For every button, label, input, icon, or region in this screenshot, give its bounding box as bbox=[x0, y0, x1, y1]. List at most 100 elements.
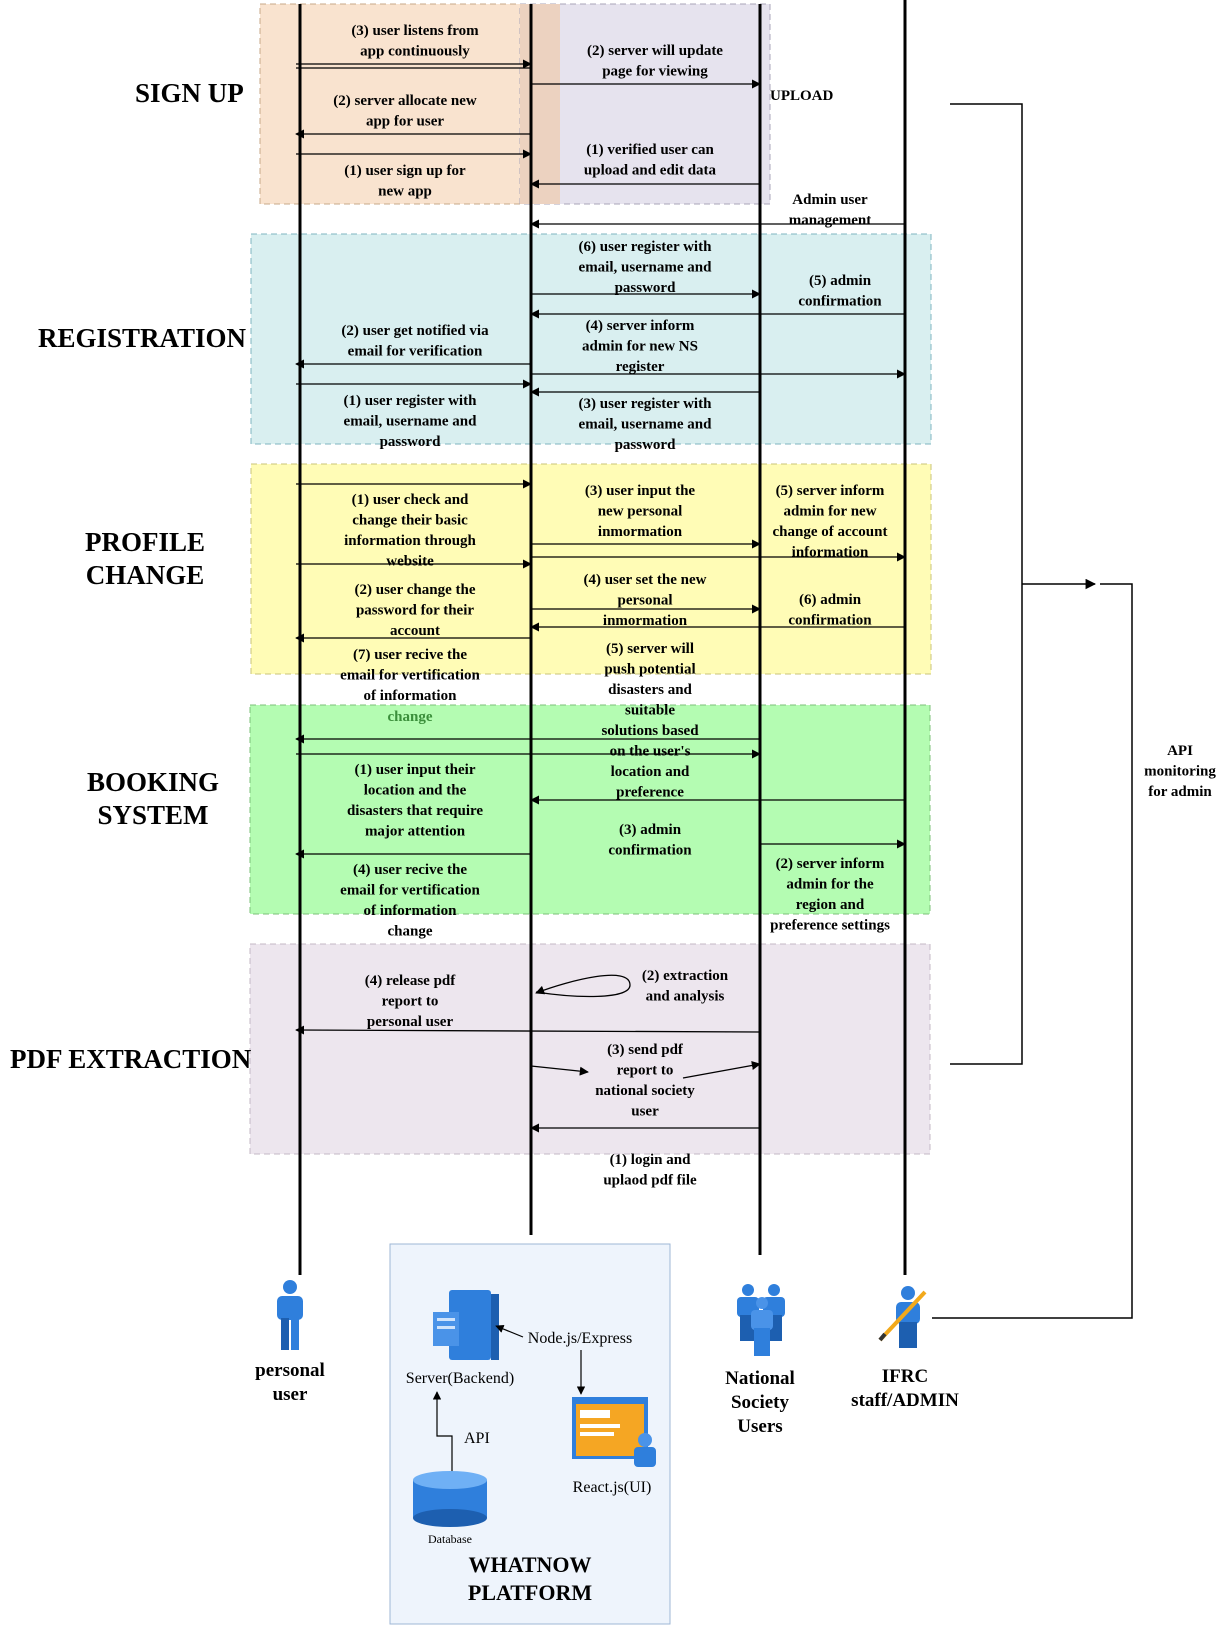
message-label-b1-line-1: (1) user input their bbox=[355, 762, 476, 778]
message-label-e2-line-1: (2) extraction bbox=[642, 968, 729, 984]
actor-ns-1: National bbox=[725, 1368, 795, 1389]
message-label-e4-line-2: report to bbox=[382, 994, 439, 1010]
api-bracket bbox=[950, 103, 1023, 1065]
message-label-p5-line-3: change of account bbox=[773, 524, 888, 540]
message-label-su3-line-2: app continuously bbox=[360, 44, 470, 60]
arrow-e3-b bbox=[682, 1060, 761, 1079]
message-label-adminmgmt-line-1: Admin user bbox=[792, 192, 868, 208]
message-label-p3-line-1: (3) user input the bbox=[585, 483, 695, 499]
message-label-p1-line-3: information through bbox=[344, 533, 476, 549]
national-society-users-icon bbox=[737, 1284, 785, 1356]
message-label-p1-line-2: change their basic bbox=[352, 513, 468, 529]
profile-change-bg bbox=[250, 463, 932, 675]
message-label-p7-line-1: (7) user recive the bbox=[353, 647, 467, 663]
message-label-r2-line-1: (2) user get notified via bbox=[341, 323, 489, 339]
whatnow-platform: Server(Backend) Node.js/Express API Data… bbox=[389, 1243, 671, 1625]
message-label-r4-line-2: admin for new NS bbox=[582, 339, 698, 355]
personal-user-icon bbox=[277, 1280, 303, 1350]
section-titles: SIGN UP REGISTRATION PROFILE CHANGE BOOK… bbox=[10, 78, 252, 1074]
arrow-e3-a bbox=[530, 1065, 589, 1076]
booking-bg bbox=[249, 704, 931, 915]
message-label-p6-line-1: (6) admin bbox=[799, 592, 862, 608]
actor-ns-3: Users bbox=[737, 1416, 782, 1437]
arrow-e4 bbox=[295, 1025, 761, 1035]
lifelines bbox=[298, 0, 907, 1275]
message-label-e3-line-4: user bbox=[631, 1104, 659, 1120]
platform-node-label: Node.js/Express bbox=[528, 1330, 632, 1347]
arrow-e2-loop bbox=[535, 974, 631, 998]
message-label-r6-line-2: email, username and bbox=[579, 260, 713, 276]
message-label-r4-line-1: (4) server inform bbox=[586, 318, 695, 334]
message-label-b2-line-3: region and bbox=[796, 897, 865, 913]
section-title-pdf: PDF EXTRACTION bbox=[10, 1044, 252, 1074]
message-label-p2-line-1: (2) user change the bbox=[355, 582, 476, 598]
message-label-su1-line-1: (1) user sign up for bbox=[344, 163, 466, 179]
message-label-r3-line-3: password bbox=[615, 437, 677, 453]
platform-api-label: API bbox=[464, 1430, 490, 1447]
section-title-registration: REGISTRATION bbox=[38, 323, 247, 353]
message-label-su2-line-2: app for user bbox=[366, 114, 444, 130]
message-label-b4-line-3: of information bbox=[364, 903, 458, 919]
section-title-profile-1: PROFILE bbox=[85, 527, 205, 557]
message-label-r3-line-2: email, username and bbox=[579, 417, 713, 433]
message-label-su3-line-1: (3) user listens from bbox=[351, 23, 479, 39]
message-label-b5-line-4: suitable bbox=[625, 703, 675, 719]
message-label-e4-line-1: (4) release pdf bbox=[365, 973, 457, 989]
message-label-up1-line-2: upload and edit data bbox=[584, 163, 717, 179]
pdf-bg bbox=[249, 943, 931, 1155]
message-label-p7-line-3: of information bbox=[364, 688, 458, 704]
message-label-r2-line-2: email for verification bbox=[348, 344, 483, 360]
message-label-b4-line-1: (4) user recive the bbox=[353, 862, 467, 878]
message-label-r6-line-3: password bbox=[615, 280, 677, 296]
db-to-server-arrow bbox=[432, 1391, 453, 1482]
message-label-p5-line-1: (5) server inform bbox=[776, 483, 885, 499]
message-label-r1-line-3: password bbox=[380, 434, 442, 450]
actor-ifrc-1: IFRC bbox=[882, 1366, 928, 1387]
message-label-b5-line-8: preference bbox=[616, 785, 684, 801]
platform-title-2: PLATFORM bbox=[468, 1580, 592, 1605]
message-label-e4-line-3: personal user bbox=[367, 1014, 454, 1030]
actor-personal-1: personal bbox=[255, 1360, 325, 1381]
message-label-up1-line-1: (1) verified user can bbox=[586, 142, 714, 158]
upload-bg bbox=[519, 3, 771, 205]
message-label-adminmgmt-line-2: management bbox=[789, 213, 872, 229]
message-label-e2-line-2: and analysis bbox=[646, 989, 725, 1005]
message-label-r4-line-3: register bbox=[616, 359, 665, 375]
message-label-e3-line-1: (3) send pdf bbox=[607, 1042, 684, 1058]
message-arrows bbox=[295, 59, 906, 1133]
message-label-b3-line-1: (3) admin bbox=[619, 822, 682, 838]
react-ui-icon bbox=[572, 1397, 656, 1467]
message-label-p2-line-3: account bbox=[390, 623, 440, 639]
signup-bg bbox=[259, 3, 561, 205]
message-label-b5-line-7: location and bbox=[611, 764, 690, 780]
message-label-e3-line-3: national society bbox=[595, 1083, 695, 1099]
message-label-b2-line-2: admin for the bbox=[786, 877, 874, 893]
message-label-b4-line-4: change bbox=[388, 924, 433, 940]
api-monitoring-connector bbox=[932, 103, 1133, 1319]
message-label-api-line-1: API bbox=[1167, 743, 1193, 759]
message-label-p3-line-2: new personal bbox=[598, 504, 683, 520]
message-label-b3-line-2: confirmation bbox=[608, 843, 692, 859]
section-title-booking-2: SYSTEM bbox=[97, 800, 208, 830]
signup-upload-overlap bbox=[520, 4, 560, 204]
message-label-r3-line-1: (3) user register with bbox=[579, 396, 713, 412]
message-label-su1-line-2: new app bbox=[378, 184, 432, 200]
message-label-e3-line-2: report to bbox=[617, 1063, 674, 1079]
section-title-signup: SIGN UP bbox=[135, 78, 244, 108]
message-label-b5-line-1: (5) server will bbox=[606, 641, 694, 657]
node-to-server-arrow bbox=[495, 1324, 524, 1338]
message-label-b1-line-2: location and the bbox=[364, 783, 467, 799]
actor-ns-2: Society bbox=[731, 1392, 790, 1413]
platform-title-1: WHATNOW bbox=[468, 1552, 591, 1577]
message-label-p7b-line-1: change bbox=[388, 709, 433, 725]
message-label-b5-line-2: push potential bbox=[604, 662, 695, 678]
message-label-p4-line-2: personal bbox=[617, 593, 672, 609]
api-monitor-line bbox=[932, 583, 1133, 1319]
actor-ifrc-2: staff/ADMIN bbox=[851, 1390, 959, 1411]
message-label-b1-line-3: disasters that require bbox=[347, 803, 483, 819]
message-label-r6-line-1: (6) user register with bbox=[579, 239, 713, 255]
message-labels: (3) user listens from app continuously (2)… bbox=[333, 23, 1216, 1189]
message-label-p5-line-4: information bbox=[792, 545, 869, 561]
registration-bg bbox=[250, 233, 932, 445]
